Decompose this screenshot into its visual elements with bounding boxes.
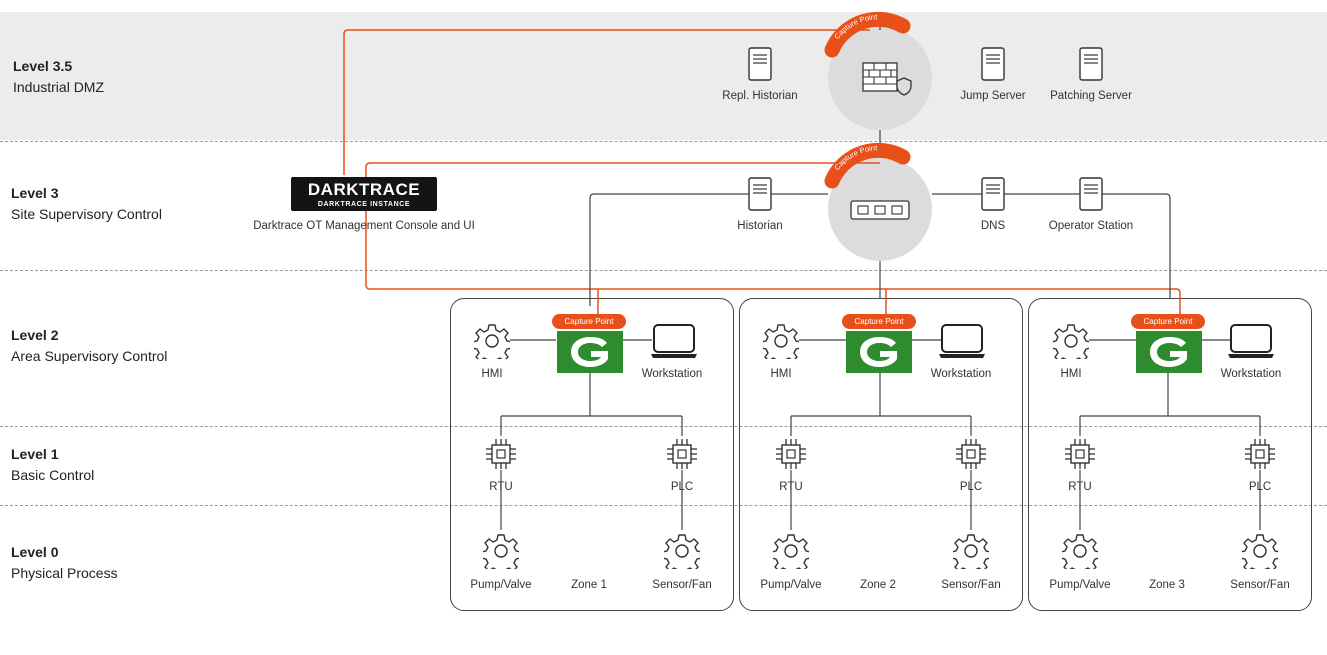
repl-historian-server-icon bbox=[748, 47, 772, 81]
dns-label: DNS bbox=[980, 220, 1006, 232]
level-number: Level 1 bbox=[11, 446, 59, 462]
plc-chip-icon bbox=[955, 438, 987, 470]
sensor-fan-label: Sensor/Fan bbox=[652, 579, 712, 591]
pump-gear-icon bbox=[1062, 534, 1098, 569]
zone-3-box bbox=[1028, 298, 1312, 611]
dmz-band bbox=[0, 12, 1327, 140]
historian-server-icon bbox=[748, 177, 772, 211]
rtu-label: RTU bbox=[1068, 481, 1092, 493]
network-switch-icon bbox=[850, 200, 910, 220]
level-number: Level 2 bbox=[11, 327, 59, 343]
level-2-label: Level 2 Area Supervisory Control bbox=[11, 325, 167, 367]
zone-2-box bbox=[739, 298, 1023, 611]
darktrace-logo-main: DARKTRACE bbox=[307, 180, 421, 199]
hmi-gear-icon bbox=[763, 324, 799, 359]
rtu-chip-icon bbox=[775, 438, 807, 470]
level-3-label: Level 3 Site Supervisory Control bbox=[11, 183, 162, 225]
jump-server-label: Jump Server bbox=[960, 90, 1026, 102]
capture-line-dmz bbox=[343, 29, 870, 175]
level-number: Level 3 bbox=[11, 185, 59, 201]
sensor-gear-icon bbox=[953, 534, 989, 569]
laptop-icon bbox=[938, 324, 986, 359]
level-number: Level 0 bbox=[11, 544, 59, 560]
capture-point-badge: Capture Point bbox=[842, 314, 916, 329]
level-divider bbox=[0, 141, 1327, 142]
sensor-gear-icon bbox=[1242, 534, 1278, 569]
rtu-chip-icon bbox=[485, 438, 517, 470]
hmi-gear-icon bbox=[474, 324, 510, 359]
darktrace-console-label: Darktrace OT Management Console and UI bbox=[253, 220, 475, 232]
zone-name-label: Zone 3 bbox=[1149, 579, 1185, 591]
repl-historian-label: Repl. Historian bbox=[722, 90, 798, 102]
level-description: Area Supervisory Control bbox=[11, 348, 168, 364]
workstation-label: Workstation bbox=[930, 368, 992, 380]
sensor-fan-label: Sensor/Fan bbox=[941, 579, 1001, 591]
level-description: Site Supervisory Control bbox=[11, 206, 162, 222]
firewall-icon bbox=[862, 62, 912, 96]
g-sensor-icon bbox=[846, 331, 912, 373]
plc-chip-icon bbox=[1244, 438, 1276, 470]
level-description: Industrial DMZ bbox=[13, 79, 105, 95]
zone-name-label: Zone 2 bbox=[860, 579, 896, 591]
pump-gear-icon bbox=[773, 534, 809, 569]
hmi-label: HMI bbox=[481, 368, 503, 380]
dns-server-icon bbox=[981, 177, 1005, 211]
capture-point-badge: Capture Point bbox=[552, 314, 626, 329]
g-sensor-icon bbox=[557, 331, 623, 373]
capture-line-site bbox=[365, 162, 1181, 314]
capture-point-badge: Capture Point bbox=[1131, 314, 1205, 329]
darktrace-logo-sub: DARKTRACE INSTANCE bbox=[317, 201, 411, 208]
level-divider bbox=[0, 505, 1327, 506]
sensor-fan-label: Sensor/Fan bbox=[1230, 579, 1290, 591]
pump-valve-label: Pump/Valve bbox=[470, 579, 532, 591]
level-description: Physical Process bbox=[11, 565, 118, 581]
level-divider bbox=[0, 270, 1327, 271]
plc-chip-icon bbox=[666, 438, 698, 470]
plc-label: PLC bbox=[670, 481, 694, 493]
level-divider bbox=[0, 426, 1327, 427]
level-3-5-label: Level 3.5 Industrial DMZ bbox=[13, 56, 104, 98]
hmi-label: HMI bbox=[770, 368, 792, 380]
zone-name-label: Zone 1 bbox=[571, 579, 607, 591]
level-description: Basic Control bbox=[11, 467, 95, 483]
operator-station-label: Operator Station bbox=[1048, 220, 1134, 232]
workstation-label: Workstation bbox=[641, 368, 703, 380]
workstation-label: Workstation bbox=[1220, 368, 1282, 380]
rtu-label: RTU bbox=[489, 481, 513, 493]
operator-station-server-icon bbox=[1079, 177, 1103, 211]
jump-server-icon bbox=[981, 47, 1005, 81]
level-1-label: Level 1 Basic Control bbox=[11, 444, 94, 486]
laptop-icon bbox=[1227, 324, 1275, 359]
level-number: Level 3.5 bbox=[13, 58, 73, 74]
hmi-gear-icon bbox=[1053, 324, 1089, 359]
rtu-label: RTU bbox=[779, 481, 803, 493]
pump-valve-label: Pump/Valve bbox=[1049, 579, 1111, 591]
darktrace-logo: DARKTRACE DARKTRACE INSTANCE bbox=[291, 177, 437, 211]
g-sensor-icon bbox=[1136, 331, 1202, 373]
historian-label: Historian bbox=[737, 220, 783, 232]
pump-valve-label: Pump/Valve bbox=[760, 579, 822, 591]
patching-server-icon bbox=[1079, 47, 1103, 81]
laptop-icon bbox=[650, 324, 698, 359]
hub-capture-arc: Capture Point Capture Point bbox=[824, 11, 911, 189]
pump-gear-icon bbox=[483, 534, 519, 569]
rtu-chip-icon bbox=[1064, 438, 1096, 470]
hmi-label: HMI bbox=[1060, 368, 1082, 380]
plc-label: PLC bbox=[1248, 481, 1272, 493]
zone-1-box bbox=[450, 298, 734, 611]
patching-server-label: Patching Server bbox=[1050, 90, 1132, 102]
level-0-label: Level 0 Physical Process bbox=[11, 542, 118, 584]
sensor-gear-icon bbox=[664, 534, 700, 569]
plc-label: PLC bbox=[959, 481, 983, 493]
